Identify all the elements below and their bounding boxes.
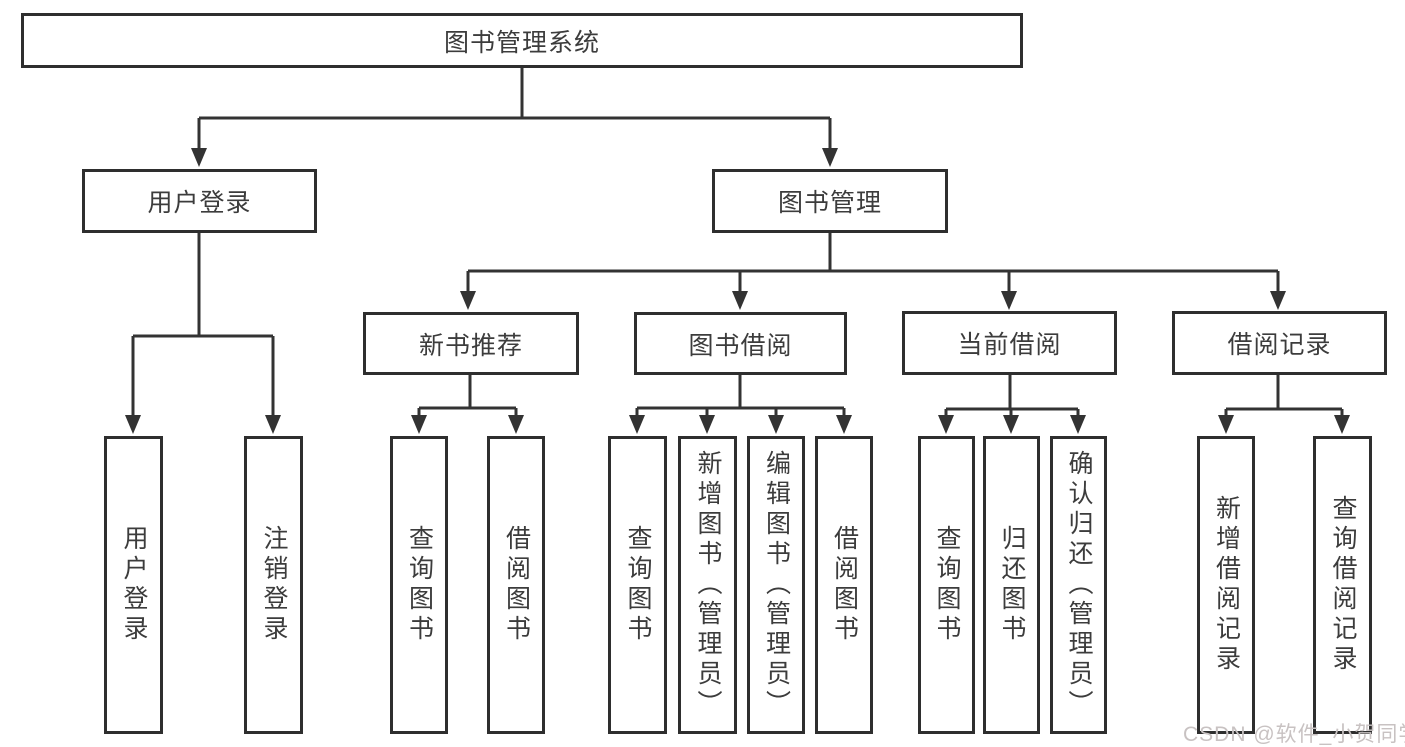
edge-root-to-level2 <box>197 68 832 150</box>
leaf-bb-query-books: 查询图书 <box>608 436 667 734</box>
leaf-nbr-borrow-books: 借阅图书 <box>487 436 545 734</box>
node-user-login: 用户登录 <box>82 169 317 233</box>
leaf-logout: 注销登录 <box>244 436 303 734</box>
leaf-bb-edit-books-admin: 编辑图书（管理员） <box>747 436 805 734</box>
node-borrowing-records: 借阅记录 <box>1172 311 1387 375</box>
edge-current-borrowing-to-leaves <box>944 375 1080 417</box>
leaf-cb-confirm-return-admin: 确认归还（管理员） <box>1050 436 1107 734</box>
edge-user-login-to-leaves <box>131 233 275 417</box>
edge-new-book-recommend-to-leaves <box>417 375 518 417</box>
edge-borrowing-records-to-leaves <box>1224 375 1344 417</box>
node-book-borrowing: 图书借阅 <box>634 312 847 375</box>
leaf-user-login: 用户登录 <box>104 436 163 734</box>
node-current-borrowing: 当前借阅 <box>902 311 1117 375</box>
node-book-management: 图书管理 <box>712 169 948 233</box>
leaf-bb-borrow-books: 借阅图书 <box>815 436 873 734</box>
leaf-nbr-query-books: 查询图书 <box>390 436 448 734</box>
edge-book-borrowing-to-leaves <box>635 375 846 417</box>
edge-book-mgmt-to-level3 <box>466 233 1280 293</box>
leaf-cb-return-books: 归还图书 <box>983 436 1040 734</box>
arrowheads-leaves <box>125 415 1350 434</box>
node-root-system: 图书管理系统 <box>21 13 1023 68</box>
leaf-br-query-record: 查询借阅记录 <box>1313 436 1372 734</box>
arrowheads-level2 <box>191 148 838 167</box>
leaf-bb-add-books-admin: 新增图书（管理员） <box>678 436 737 734</box>
leaf-cb-query-books: 查询图书 <box>918 436 975 734</box>
arrowheads-level3 <box>460 291 1286 310</box>
csdn-watermark: CSDN @软件_小贺同学 <box>1183 723 1405 746</box>
leaf-br-add-record: 新增借阅记录 <box>1197 436 1255 734</box>
node-new-book-recommend: 新书推荐 <box>363 312 579 375</box>
